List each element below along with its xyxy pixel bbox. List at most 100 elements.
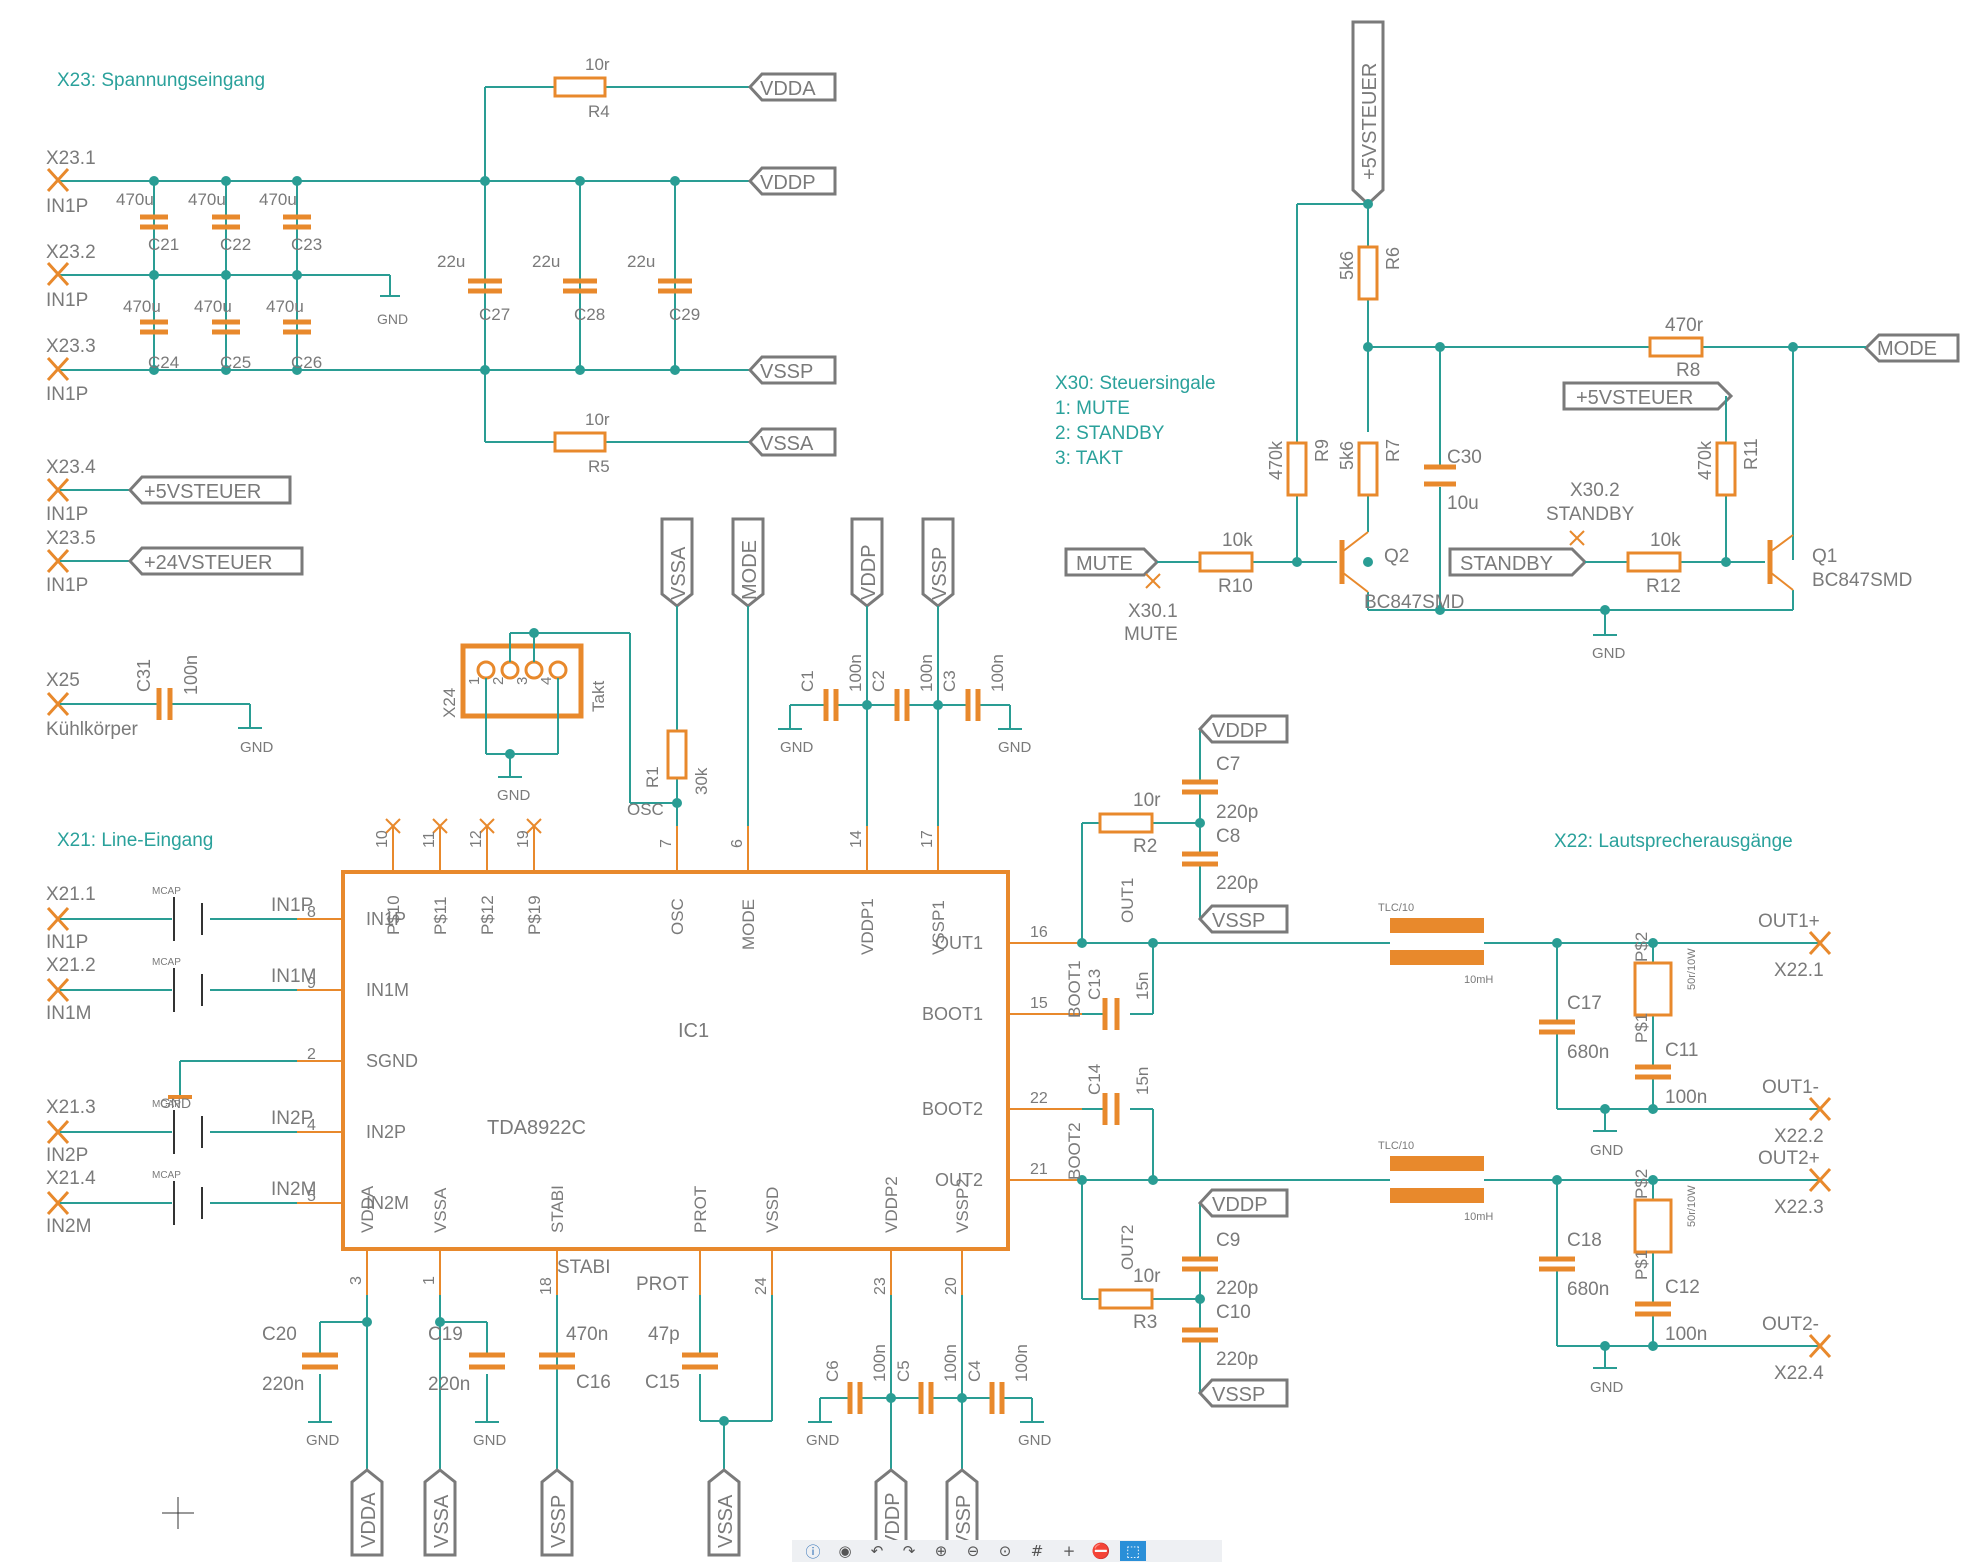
part-c18: C18 — [1567, 1230, 1602, 1251]
net-in2p-x21: IN2P — [271, 1108, 313, 1129]
x24-pin4: 4 — [538, 677, 555, 685]
ic-pin-vssd: VSSD — [763, 1187, 782, 1233]
part-c21: C21 — [148, 235, 179, 254]
part-r6: R6 — [1383, 247, 1403, 270]
net-vssp-bottom-b: VSSP — [953, 1495, 975, 1548]
net-mode-ictop: MODE — [739, 540, 761, 600]
note-x30-2: 2: STANDBY — [1055, 423, 1165, 444]
label-in1p-d: IN1P — [46, 504, 88, 525]
eye-icon[interactable]: ◉ — [838, 1542, 852, 1560]
pin-num-10: 10 — [374, 830, 391, 848]
redo-icon[interactable]: ↷ — [902, 1542, 916, 1560]
x24-pin1: 1 — [466, 677, 483, 685]
part-c26: C26 — [291, 353, 322, 372]
part-r9: R9 — [1312, 439, 1332, 462]
net-vddp-ictop: VDDP — [858, 544, 880, 600]
label-kuehl: Kühlkörper — [46, 719, 139, 740]
select-icon[interactable]: ⬚ — [1120, 1541, 1146, 1561]
value-c25: 470u — [194, 297, 232, 316]
x25-heatsink — [46, 688, 262, 729]
part-q2: Q2 — [1384, 546, 1409, 567]
part-r12: R12 — [1646, 576, 1681, 597]
pin-num-6: 6 — [729, 839, 746, 848]
note-x30-1: 1: MUTE — [1055, 398, 1130, 419]
label-in1p-e: IN1P — [46, 575, 88, 596]
label-x30-1-mute: MUTE — [1124, 624, 1178, 645]
pin-num-24: 24 — [753, 1277, 770, 1295]
ic-pin-vssp1: VSSP1 — [929, 900, 948, 955]
ic-pin-out1: OUT1 — [935, 933, 983, 953]
x30-control-section — [1064, 20, 1960, 636]
part-r4: R4 — [588, 102, 610, 121]
pin-num-5: 5 — [307, 1188, 316, 1205]
part-r5: R5 — [588, 457, 610, 476]
gnd-c19: GND — [473, 1432, 507, 1449]
net-vddp-bottom: VDDP — [882, 1492, 904, 1548]
ic-pin-boot2: BOOT2 — [922, 1099, 983, 1119]
part-c19: C19 — [428, 1324, 463, 1345]
net-out2p: OUT2+ — [1758, 1148, 1820, 1169]
ic-pin-out2: OUT2 — [935, 1170, 983, 1190]
pin-num-23: 23 — [872, 1277, 889, 1295]
note-x21: X21: Line-Eingang — [57, 830, 213, 851]
l1-type: TLC/10 — [1378, 902, 1414, 914]
stop-icon[interactable]: ⛔ — [1091, 1542, 1111, 1560]
zoom-in-icon[interactable]: ⊕ — [934, 1542, 948, 1560]
part-c28: C28 — [574, 305, 605, 324]
info-icon[interactable]: ⓘ — [805, 1542, 821, 1561]
value-c24: 470u — [123, 297, 161, 316]
net-5vsteuer-q1: +5VSTEUER — [1576, 387, 1693, 409]
crosshair-icon[interactable]: + — [1062, 1542, 1076, 1560]
part-q1: Q1 — [1812, 546, 1837, 567]
ic-pin-vddp2: VDDP2 — [882, 1176, 901, 1233]
zoom-fit-icon[interactable]: ⊙ — [998, 1542, 1012, 1560]
part-c6: C6 — [823, 1360, 842, 1382]
net-in2m-x21: IN2M — [271, 1179, 316, 1200]
model-q2: BC847SMD — [1364, 592, 1464, 613]
label-x21-2: X21.2 — [46, 955, 96, 976]
grid-icon[interactable]: # — [1030, 1542, 1044, 1560]
undo-icon[interactable]: ↶ — [870, 1542, 884, 1560]
ic1-tda8922c[interactable]: IN1P IN1M SGND IN2P IN2M OUT1 BOOT1 BOOT… — [297, 818, 1082, 1295]
mcap-3: MCAP — [152, 1099, 181, 1110]
pin-num-3: 3 — [348, 1276, 365, 1285]
note-x23: X23: Spannungseingang — [57, 70, 265, 91]
value-c30: 10u — [1447, 493, 1479, 514]
part-c3: C3 — [940, 670, 959, 692]
net-vssa-bottom-a: VSSA — [431, 1494, 453, 1548]
net-out1m: OUT1- — [1762, 1077, 1819, 1098]
ic-top-nets — [660, 517, 1022, 872]
value-c20: 220n — [262, 1374, 304, 1395]
net-in1p-x21: IN1P — [271, 895, 313, 916]
value-c8: 220p — [1216, 873, 1258, 894]
part-c8: C8 — [1216, 826, 1240, 847]
part-r1: R1 — [643, 766, 662, 788]
ic-pin-p10: P$10 — [384, 895, 403, 935]
part-c13: C13 — [1085, 969, 1104, 1000]
x24-pin2: 2 — [490, 677, 507, 685]
label-x23-2: X23.2 — [46, 242, 96, 263]
gnd-out1: GND — [1590, 1142, 1624, 1159]
label-x22-4: X22.4 — [1774, 1363, 1824, 1384]
value-c22: 470u — [188, 190, 226, 209]
x24-pin3: 3 — [514, 677, 531, 685]
label-x30-1: X30.1 — [1128, 601, 1178, 622]
pin-num-20: 20 — [943, 1277, 960, 1295]
part-x24: X24 — [440, 688, 459, 718]
value-c21: 470u — [116, 190, 154, 209]
zoom-out-icon[interactable]: ⊖ — [966, 1542, 980, 1560]
label-x21-4: X21.4 — [46, 1168, 96, 1189]
label-x30-2-standby: STANDBY — [1546, 504, 1635, 525]
pin-num-21: 21 — [1030, 1161, 1048, 1178]
pin-num-9: 9 — [307, 975, 316, 992]
x21-line-input — [46, 897, 297, 1225]
pin-num-7: 7 — [658, 839, 675, 848]
gnd-x30: GND — [1592, 645, 1626, 662]
label-x23-1: X23.1 — [46, 148, 96, 169]
value-r4: 10r — [585, 55, 610, 74]
ic-pin-p12: P$12 — [478, 895, 497, 935]
part-c12: C12 — [1665, 1277, 1700, 1298]
value-r10: 10k — [1222, 530, 1253, 551]
ic-pin-vssp2: VSSP2 — [953, 1178, 972, 1233]
